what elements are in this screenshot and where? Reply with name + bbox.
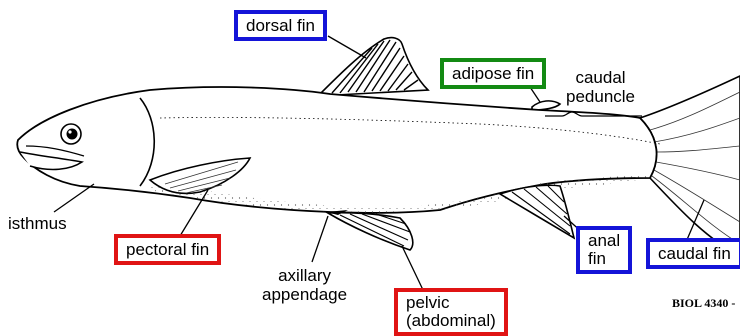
dorsal-fin-label: dorsal fin	[234, 10, 327, 41]
pelvic-fin-label: pelvic (abdominal)	[394, 288, 508, 336]
course-reference: BIOL 4340 -	[672, 296, 735, 311]
adipose-fin-label: adipose fin	[440, 58, 546, 89]
axillary-appendage-label: axillary appendage	[262, 266, 347, 304]
pupil-shape	[67, 129, 78, 140]
pectoral-fin-label: pectoral fin	[114, 234, 221, 265]
anal-fin-label: anal fin	[576, 226, 632, 274]
caudal-peduncle-label: caudal peduncle	[566, 68, 635, 106]
isthmus-label: isthmus	[8, 214, 67, 233]
adipose-fin-shape	[532, 101, 560, 110]
caudal-fin-label: caudal fin	[646, 238, 740, 269]
anal-fin-shape	[500, 185, 574, 238]
